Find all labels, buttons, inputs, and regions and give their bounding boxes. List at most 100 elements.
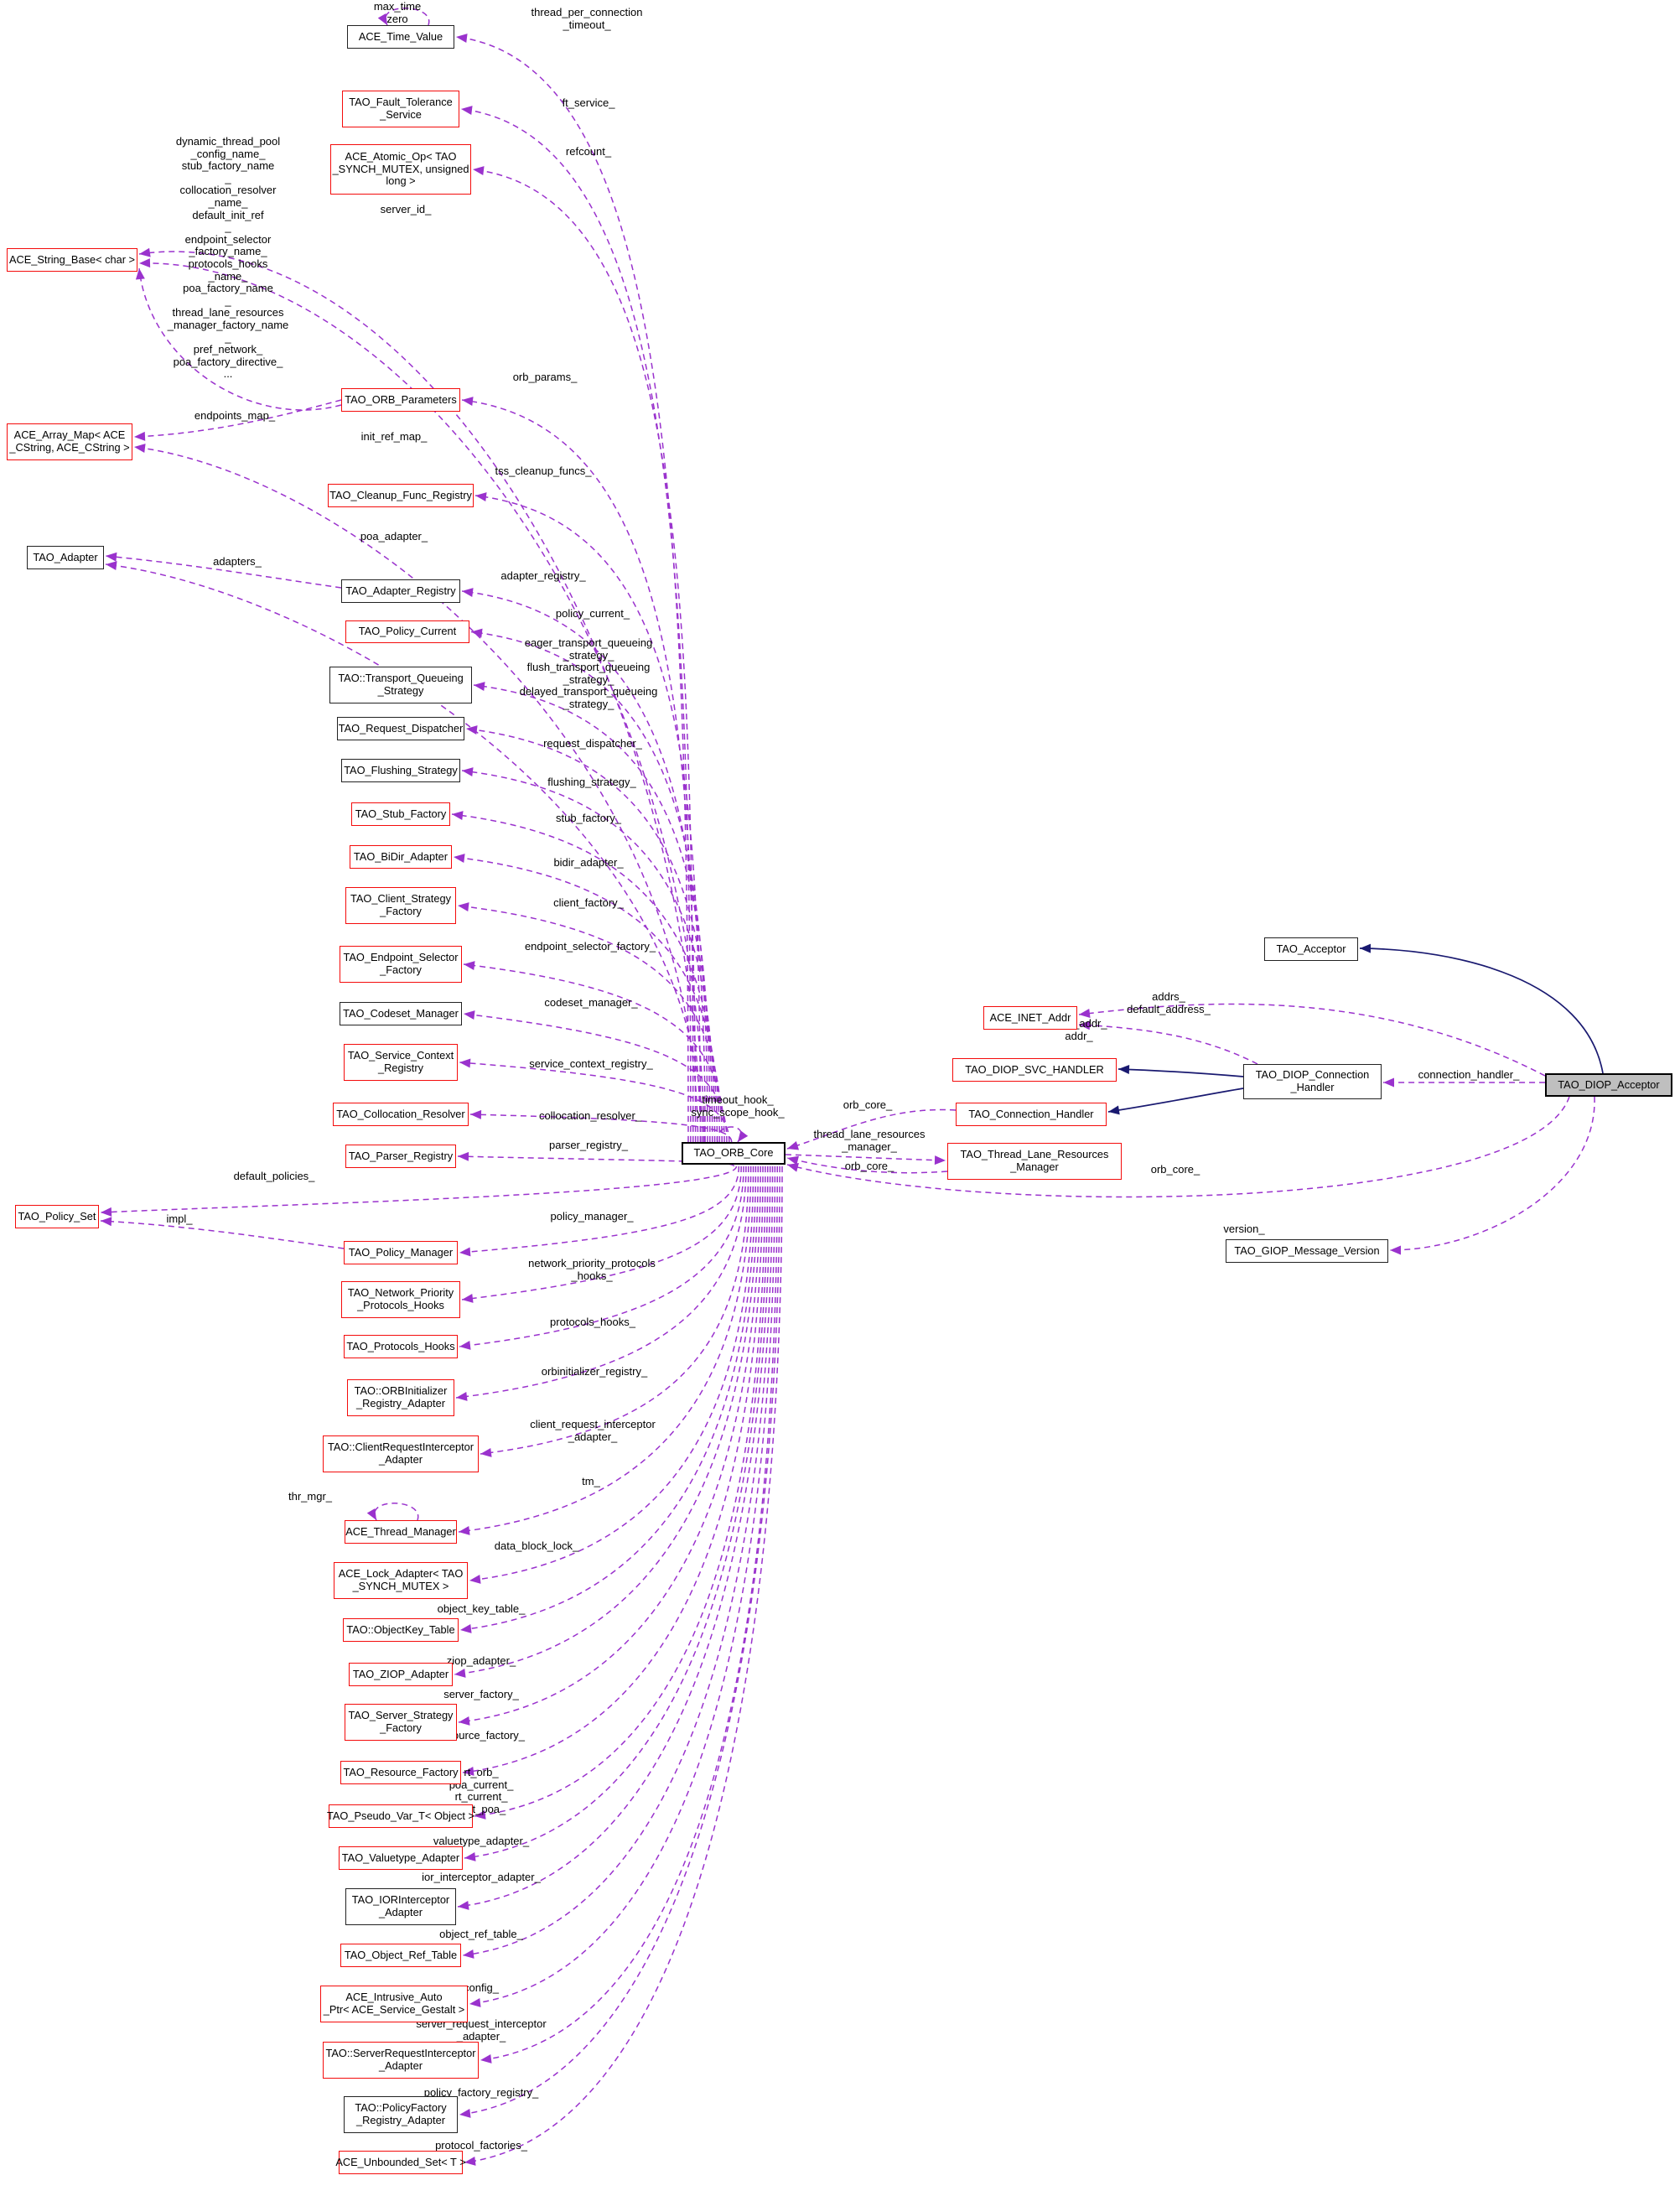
class-node-network-priority[interactable]: TAO_Network_Priority _Protocols_Hooks [341,1281,460,1318]
class-node-policy-manager[interactable]: TAO_Policy_Manager [344,1241,458,1264]
edge-orb_core-to-policyfactory [459,1165,780,2116]
class-node-client-strategy[interactable]: TAO_Client_Strategy _Factory [345,887,456,924]
class-node-stub-factory[interactable]: TAO_Stub_Factory [351,802,450,826]
edge-label: dynamic_thread_pool _config_name_ stub_f… [167,135,289,381]
edge-orb_core-to-orb_core [716,1126,742,1143]
edge-label: orbinitializer_registry_ [541,1365,648,1378]
arrowhead-icon [469,1574,481,1584]
arrowhead-icon [460,1623,472,1633]
class-node-protocols-hooks[interactable]: TAO_Protocols_Hooks [344,1335,458,1358]
arrowhead-icon [470,1109,482,1119]
edge-adapter_registry-to-tao_adapter [105,555,342,589]
class-node-transport-queueing[interactable]: TAO::Transport_Queueing _Strategy [329,667,472,703]
edge-label: impl_ [166,1212,193,1225]
class-node-lock-adapter[interactable]: ACE_Lock_Adapter< TAO _SYNCH_MUTEX > [334,1562,468,1599]
edge-label: endpoints_map_ [194,409,276,422]
edge-orb_core-to-object_ref_table [462,1165,774,1956]
class-node-inet-addr[interactable]: ACE_INET_Addr [983,1006,1077,1030]
class-node-server-strategy[interactable]: TAO_Server_Strategy _Factory [345,1704,457,1741]
arrowhead-icon [452,811,464,821]
class-node-intrusive-auto-ptr[interactable]: ACE_Intrusive_Auto _Ptr< ACE_Service_Ges… [320,1986,468,2022]
class-node-ace-time-value[interactable]: ACE_Time_Value [347,25,454,49]
arrowhead-icon [134,431,146,441]
class-node-iorinterceptor[interactable]: TAO_IORInterceptor _Adapter [345,1888,456,1925]
arrowhead-icon [461,106,473,116]
class-node-cleanup-func[interactable]: TAO_Cleanup_Func_Registry [328,484,474,507]
edge-orb_core-to-intrusive_auto_ptr [469,1165,776,2005]
edge-orb_core-to-resource_factory [462,1165,764,1773]
edge-label: tm_ [582,1475,600,1487]
arrowhead-icon [463,1766,474,1776]
class-node-diop-conn-handler[interactable]: TAO_DIOP_Connection _Handler [1243,1064,1382,1099]
edge-orb_core-to-ace_time_value [455,36,689,1143]
edge-label: config_ [464,1981,499,1994]
class-node-array-map[interactable]: ACE_Array_Map< ACE _CString, ACE_CString… [7,423,132,460]
class-node-objectkey-table[interactable]: TAO::ObjectKey_Table [343,1618,459,1642]
class-node-request-dispatcher[interactable]: TAO_Request_Dispatcher [337,717,464,740]
edge-label: collocation_resolver_ [538,1109,642,1122]
edge-label: parser_registry_ [549,1139,628,1151]
arrowhead-icon [738,1130,749,1142]
edge-label: version_ [1223,1223,1265,1235]
edge-label: object_key_table_ [437,1602,526,1615]
class-node-tao-adapter[interactable]: TAO_Adapter [27,546,104,569]
class-node-client-request-interceptor[interactable]: TAO::ClientRequestInterceptor _Adapter [323,1435,479,1472]
class-node-connection-handler[interactable]: TAO_Connection_Handler [956,1103,1107,1126]
arrowhead-icon [474,682,485,692]
class-node-orb-parameters[interactable]: TAO_ORB_Parameters [341,388,460,412]
class-node-resource-factory[interactable]: TAO_Resource_Factory [340,1761,461,1784]
class-node-service-context[interactable]: TAO_Service_Context _Registry [344,1044,458,1081]
class-node-endpoint-selector[interactable]: TAO_Endpoint_Selector _Factory [340,946,462,983]
class-node-valuetype-adapter[interactable]: TAO_Valuetype_Adapter [339,1846,463,1870]
class-node-fault-tolerance[interactable]: TAO_Fault_Tolerance _Service [342,91,459,127]
class-node-string-base[interactable]: ACE_String_Base< char > [7,248,137,272]
edge-diop_acceptor-to-tao_acceptor [1359,947,1604,1074]
arrowhead-icon [101,1207,112,1217]
class-node-policy-set[interactable]: TAO_Policy_Set [15,1205,99,1228]
edge-label: valuetype_adapter_ [433,1835,530,1847]
class-node-policy-current[interactable]: TAO_Policy_Current [345,620,469,643]
arrowhead-icon [366,1508,376,1520]
arrowhead-icon [462,588,474,598]
edge-label: ior_interceptor_adapter_ [422,1871,541,1883]
arrowhead-icon [471,628,483,638]
class-node-ziop-adapter[interactable]: TAO_ZIOP_Adapter [349,1663,453,1686]
class-node-giop-version[interactable]: TAO_GIOP_Message_Version [1226,1239,1388,1263]
arrowhead-icon [473,166,485,176]
edge-label: connection_handler_ [1418,1068,1520,1081]
arrowhead-icon [135,268,145,280]
class-node-codeset-manager[interactable]: TAO_Codeset_Manager [340,1002,462,1025]
class-node-server-request-interceptor[interactable]: TAO::ServerRequestInterceptor _Adapter [323,2042,479,2079]
edge-label: protocols_hooks_ [550,1316,635,1328]
edge-orb_core-to-network_priority [461,1165,742,1300]
class-node-atomic-op[interactable]: ACE_Atomic_Op< TAO _SYNCH_MUTEX, unsigne… [330,144,471,195]
class-node-orbinitializer[interactable]: TAO::ORBInitializer _Registry_Adapter [347,1379,454,1416]
class-node-tao-acceptor[interactable]: TAO_Acceptor [1264,937,1358,961]
arrowhead-icon [139,258,151,268]
class-node-thread-manager[interactable]: ACE_Thread_Manager [345,1520,457,1544]
class-node-diop-svc-handler[interactable]: TAO_DIOP_SVC_HANDLER [952,1058,1117,1082]
class-node-collocation-resolver[interactable]: TAO_Collocation_Resolver [333,1103,469,1126]
arrowhead-icon [1118,1064,1130,1074]
edge-orb_core-to-tao_adapter [105,563,703,1143]
edge-label: adapter_registry_ [500,569,586,582]
class-node-bidir-adapter[interactable]: TAO_BiDir_Adapter [350,845,452,869]
class-node-policyfactory[interactable]: TAO::PolicyFactory _Registry_Adapter [344,2096,458,2133]
edge-label: policy_current_ [555,607,630,620]
arrowhead-icon [377,13,387,25]
class-node-parser-registry[interactable]: TAO_Parser_Registry [345,1145,456,1168]
arrowhead-icon [454,854,465,864]
edge-diop_conn_handler-to-diop_svc_handler [1117,1068,1244,1077]
arrowhead-icon [101,1217,112,1227]
class-node-flushing-strategy[interactable]: TAO_Flushing_Strategy [341,759,460,782]
arrowhead-icon [1383,1077,1394,1088]
class-node-unbounded-set[interactable]: ACE_Unbounded_Set< T > [335,2151,466,2174]
class-node-orb-core[interactable]: TAO_ORB_Core [682,1142,786,1165]
class-node-pseudo-var[interactable]: TAO_Pseudo_Var_T< Object > [327,1804,474,1828]
class-node-thread-lane[interactable]: TAO_Thread_Lane_Resources _Manager [947,1143,1122,1180]
class-node-object-ref-table[interactable]: TAO_Object_Ref_Table [340,1944,461,1967]
arrowhead-icon [475,492,487,502]
class-node-diop-acceptor: TAO_DIOP_Acceptor [1545,1073,1672,1097]
class-node-adapter-registry[interactable]: TAO_Adapter_Registry [341,579,460,603]
edge-label: flushing_strategy_ [547,776,636,788]
